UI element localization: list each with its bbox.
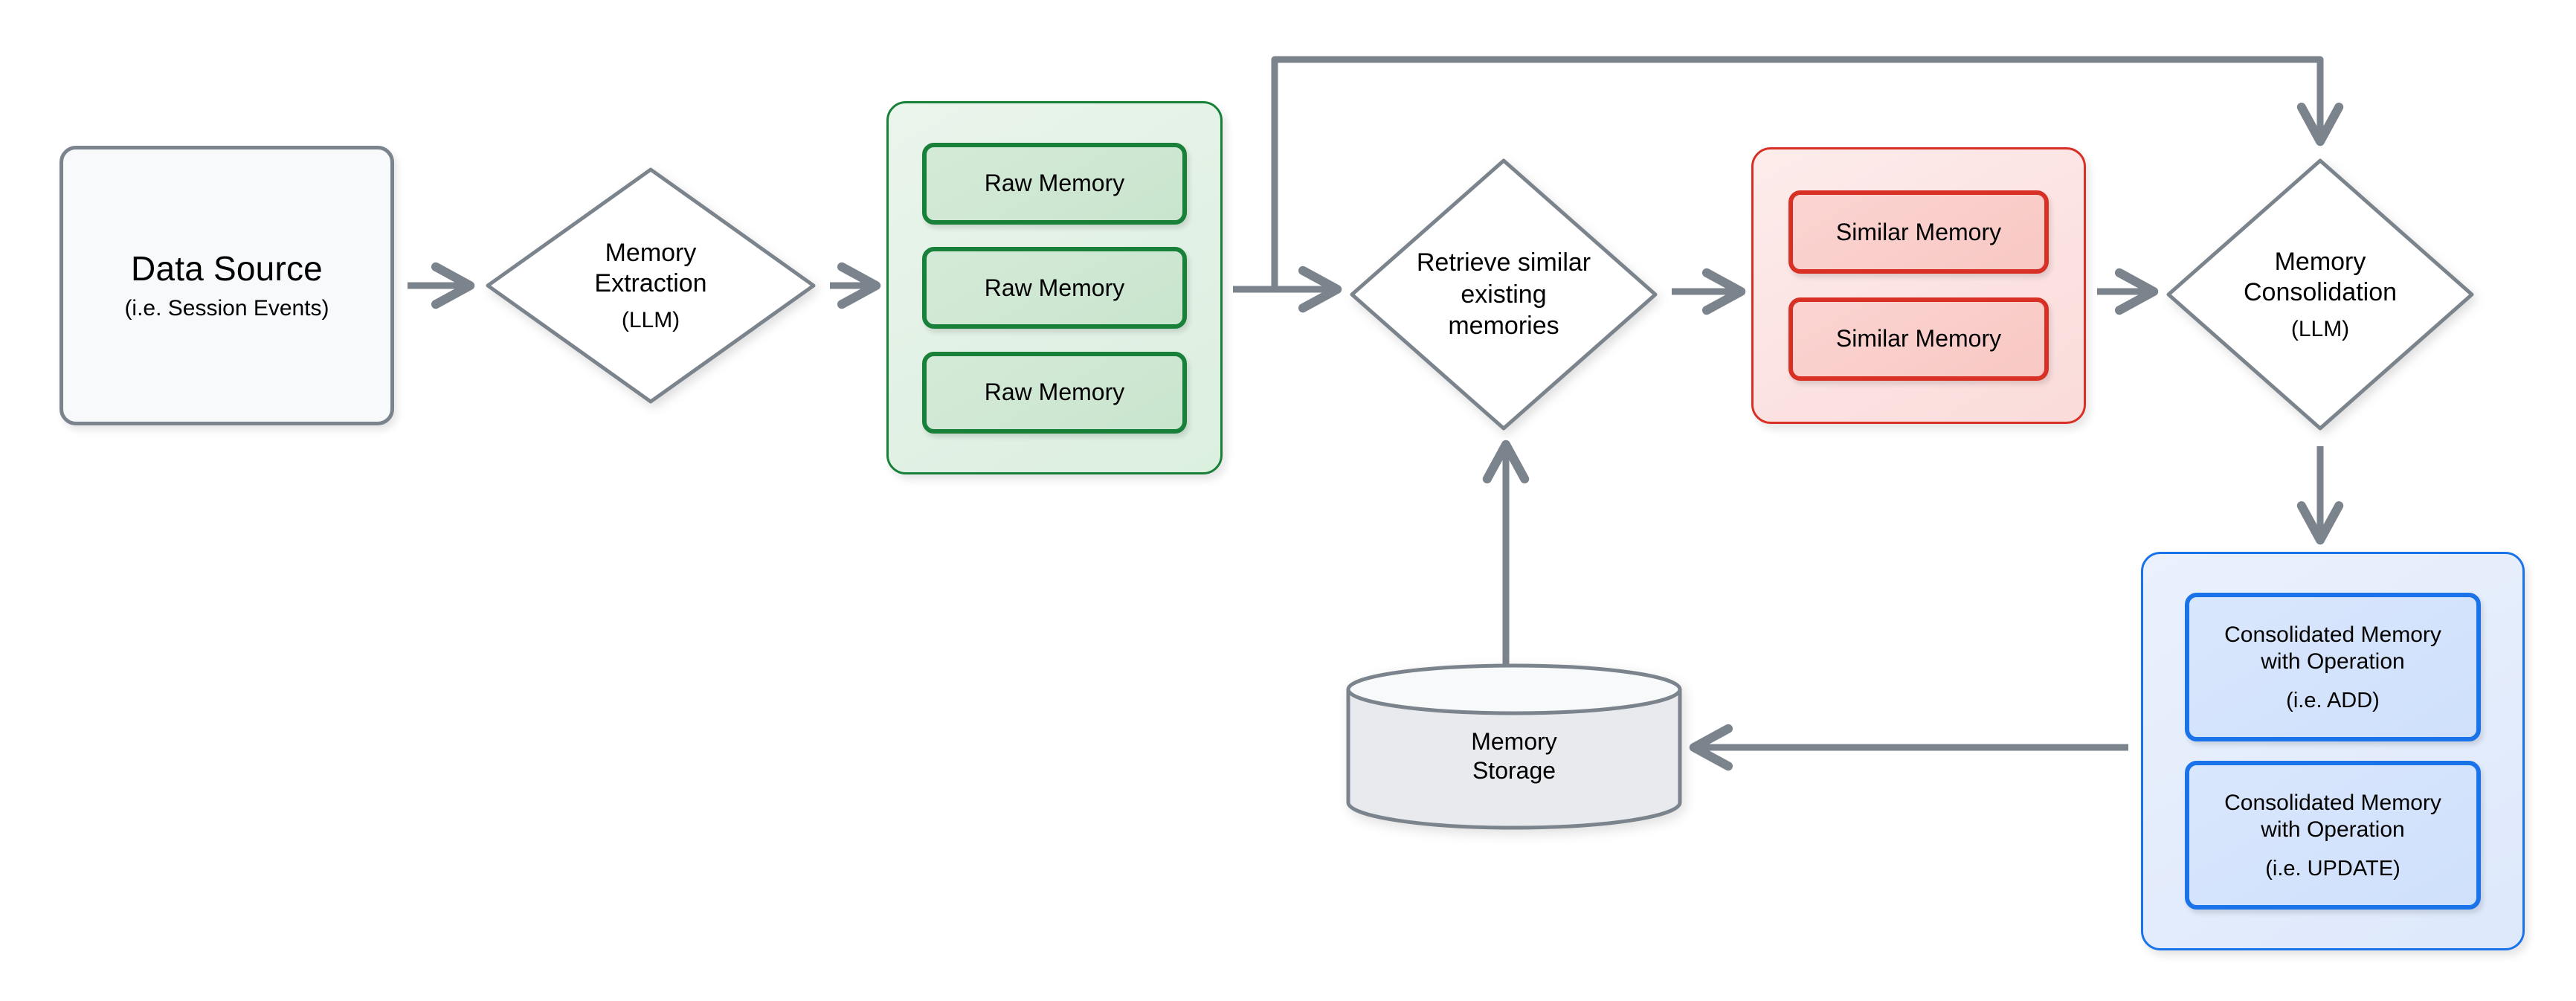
raw-memory-label: Raw Memory	[984, 379, 1125, 405]
raw-memory-item[interactable]: Raw Memory	[922, 247, 1187, 329]
group-consolidated-memory[interactable]: Consolidated Memory with Operation (i.e.…	[2141, 552, 2525, 950]
raw-memory-label: Raw Memory	[984, 274, 1125, 301]
node-memory-extraction[interactable]: Memory Extraction (LLM)	[483, 165, 818, 406]
data-source-subtitle: (i.e. Session Events)	[124, 295, 329, 321]
similar-memory-item[interactable]: Similar Memory	[1788, 190, 2049, 274]
similar-memory-label: Similar Memory	[1835, 325, 2002, 353]
consolidated-memory-line1: Consolidated Memory	[2224, 790, 2441, 815]
diamond-shape	[483, 165, 818, 406]
consolidated-memory-line2: with Operation	[2261, 817, 2405, 842]
node-retrieve-similar-memories[interactable]: Retrieve similar existing memories	[1347, 156, 1660, 433]
node-memory-consolidation[interactable]: Memory Consolidation (LLM)	[2164, 156, 2476, 433]
similar-memory-item[interactable]: Similar Memory	[1788, 297, 2049, 381]
consolidated-memory-operation: (i.e. UPDATE)	[2265, 856, 2400, 881]
diamond-shape	[2164, 156, 2476, 433]
consolidated-memory-line2: with Operation	[2261, 648, 2405, 674]
data-source-title: Data Source	[131, 249, 323, 289]
raw-memory-item[interactable]: Raw Memory	[922, 142, 1187, 225]
consolidated-memory-operation: (i.e. ADD)	[2286, 688, 2380, 712]
similar-memory-label: Similar Memory	[1835, 218, 2002, 245]
consolidated-memory-item[interactable]: Consolidated Memory with Operation (i.e.…	[2185, 593, 2481, 741]
cylinder-shape	[1345, 662, 1684, 830]
consolidated-memory-line1: Consolidated Memory	[2224, 622, 2441, 647]
raw-memory-label: Raw Memory	[984, 170, 1125, 196]
node-memory-storage[interactable]: Memory Storage	[1345, 662, 1684, 830]
consolidated-memory-item[interactable]: Consolidated Memory with Operation (i.e.…	[2185, 761, 2481, 910]
group-similar-memory[interactable]: Similar Memory Similar Memory	[1751, 147, 2086, 424]
group-raw-memory[interactable]: Raw Memory Raw Memory Raw Memory	[886, 101, 1223, 474]
node-data-source[interactable]: Data Source (i.e. Session Events)	[59, 146, 394, 425]
diamond-shape	[1347, 156, 1660, 433]
raw-memory-item[interactable]: Raw Memory	[922, 351, 1187, 434]
